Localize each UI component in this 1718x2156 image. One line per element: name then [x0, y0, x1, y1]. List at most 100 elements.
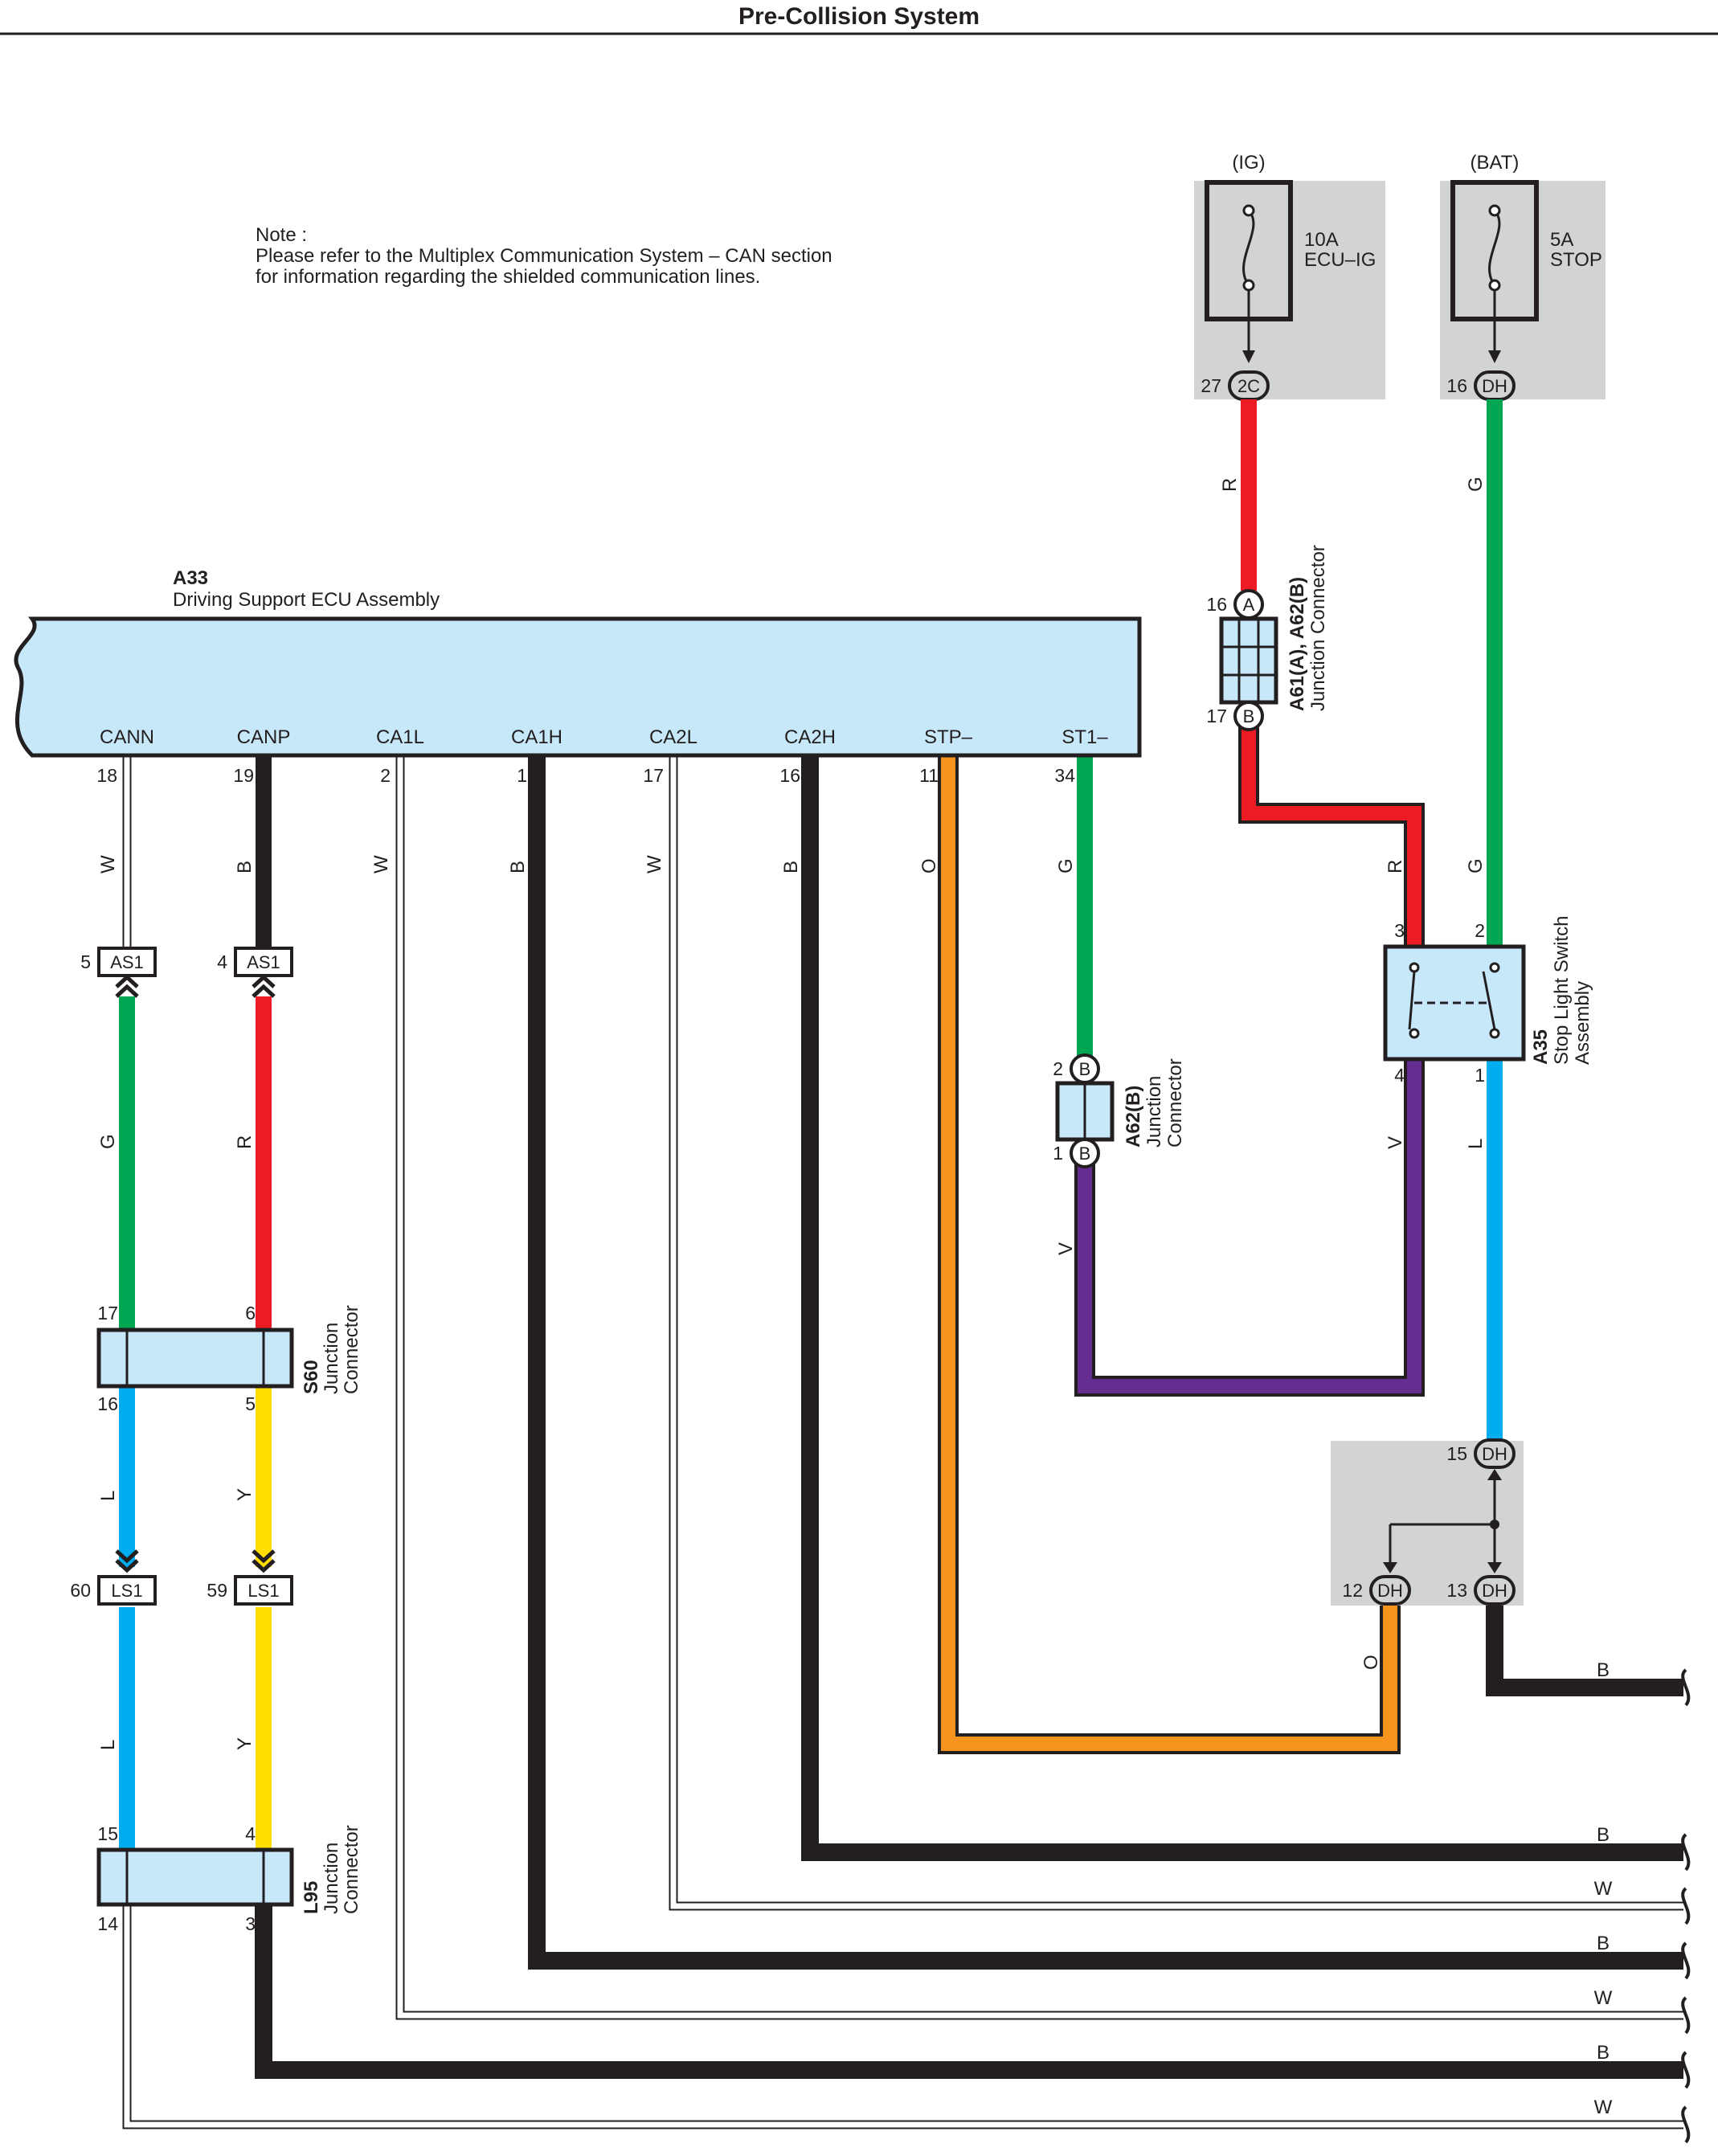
a62-id: A62(B) — [1123, 1086, 1144, 1148]
ecu-terminal-0-name: CANN — [100, 726, 154, 748]
a61-letter-top: A — [1243, 595, 1255, 615]
s60-pin-br: 5 — [245, 1393, 256, 1414]
a62-name1: Junction — [1143, 1076, 1165, 1148]
fuse-ig-source: (IG) — [1232, 152, 1265, 174]
exit-break-2 — [1681, 1887, 1691, 1925]
a62-letter-bottom: B — [1079, 1143, 1091, 1164]
ls1-pin-left: 60 — [70, 1580, 91, 1601]
ecu-terminal-7-pin: 34 — [1054, 765, 1075, 786]
exit-label-4: W — [1594, 1987, 1613, 2009]
as1-pin-right: 4 — [217, 951, 227, 972]
ecu-terminal-7-name: ST1– — [1061, 726, 1108, 748]
ecu-terminal-3-name: CA1H — [511, 726, 562, 748]
ecu-terminal-1-pin: 19 — [233, 765, 254, 786]
l95-pin-br: 3 — [245, 1913, 256, 1934]
fuse-ig-rating: 10A — [1304, 229, 1339, 251]
ecu-terminal-4-name: CA2L — [649, 726, 697, 748]
fuse-bat-source: (BAT) — [1471, 152, 1520, 174]
s60-name2: Connector — [341, 1305, 362, 1394]
ls1-label-right: LS1 — [247, 1581, 279, 1601]
ecu-terminals: CANN18CANP19CA1L2CA1H1CA2L17CA2H16STP–11… — [96, 726, 1108, 786]
exit-break-1 — [1681, 1833, 1691, 1872]
exit-label-5: B — [1597, 2042, 1610, 2064]
wire-b-ca1h — [528, 755, 1683, 1970]
ecu-terminal-2-name: CA1L — [376, 726, 424, 748]
label-o-dh12: O — [1360, 1655, 1382, 1670]
ecu-terminal-1-name: CANP — [237, 726, 291, 748]
fuse-bat-connector: DH — [1482, 376, 1507, 396]
a62-pin-bottom: 1 — [1053, 1143, 1063, 1164]
l95-name2: Connector — [341, 1825, 362, 1914]
label-r-ig: R — [1219, 478, 1241, 492]
exit-break-0 — [1681, 1668, 1691, 1707]
a61-pin-top: 16 — [1206, 594, 1227, 615]
ls1-label-left: LS1 — [111, 1581, 142, 1601]
exit-label-1: B — [1597, 1824, 1610, 1846]
dh13-label: DH — [1482, 1581, 1507, 1601]
label-g-bat: G — [1465, 477, 1487, 492]
fuse-bat-pin: 16 — [1446, 375, 1467, 396]
label-w-cann: W — [97, 855, 119, 873]
ecu-terminal-5-pin: 16 — [779, 765, 800, 786]
label-l-ls1: L — [97, 1740, 119, 1750]
ls1-connector: LS1 60 LS1 59 — [70, 1549, 293, 1606]
dh12-label: DH — [1377, 1581, 1403, 1601]
fuse-ig-name: ECU–IG — [1304, 249, 1376, 271]
wire-b-dh13 — [1486, 1604, 1683, 1696]
wire-r-switch — [1238, 727, 1425, 947]
a61-id: A61(A), A62(B) — [1286, 577, 1308, 711]
s60-pin-tl: 17 — [97, 1303, 118, 1323]
a61-letter-bottom: B — [1243, 706, 1255, 726]
label-y-ls1: Y — [234, 1737, 256, 1750]
stop-light-switch-a35: 3 2 4 1 A35 Stop Light Switch Assembly — [1383, 916, 1593, 1086]
label-r-switch: R — [1385, 860, 1406, 873]
switch-name1: Stop Light Switch — [1551, 916, 1573, 1065]
label-v-switch: V — [1385, 1136, 1406, 1149]
s60-pin-tr: 6 — [245, 1303, 256, 1323]
ecu-terminal-6-pin: 11 — [919, 765, 939, 786]
exit-break-6 — [1681, 2105, 1691, 2144]
label-g-as1: G — [97, 1134, 119, 1149]
label-y-s60: Y — [234, 1488, 256, 1501]
ecu-terminal-6-name: STP– — [924, 726, 973, 748]
l95-junction: 15 4 14 3 L95 Junction Connector — [96, 1823, 362, 1934]
note-line-3: for information regarding the shielded c… — [256, 266, 760, 288]
switch-name2: Assembly — [1572, 981, 1593, 1065]
label-o-stp: O — [918, 858, 940, 873]
page-title: Pre-Collision System — [738, 3, 980, 30]
label-l-s60: L — [97, 1491, 119, 1501]
wire-color-labels: R G R G W B W B W B O G G R V L V L Y O … — [97, 477, 1487, 1750]
exit-label-0: B — [1597, 1659, 1610, 1681]
fuse-bat-name: STOP — [1550, 249, 1602, 271]
label-v-a62: V — [1055, 1242, 1077, 1255]
ecu-a33: A33 Driving Support ECU Assembly — [14, 567, 1142, 758]
a62-letter-top: B — [1079, 1059, 1091, 1079]
wire-b-l95 — [255, 1904, 1683, 2079]
note-line-2: Please refer to the Multiplex Communicat… — [256, 245, 832, 267]
a62-junction: B 2 B 1 A62(B) Junction Connector — [1053, 1053, 1186, 1168]
wire-b-ca2h — [801, 755, 1683, 1861]
ecu-terminal-5-name: CA2H — [784, 726, 836, 748]
s60-id: S60 — [301, 1360, 322, 1394]
ecu-name: Driving Support ECU Assembly — [173, 589, 440, 611]
dh-pin15: 15 — [1446, 1443, 1467, 1464]
switch-pin2: 2 — [1475, 920, 1485, 941]
as1-label-right: AS1 — [247, 952, 280, 972]
exit-label-2: W — [1594, 1878, 1613, 1900]
a62-pin-top: 2 — [1053, 1058, 1063, 1079]
exit-label-6: W — [1594, 2097, 1613, 2118]
l95-pin-tr: 4 — [245, 1823, 256, 1844]
dh-splice-box: DH 15 DH 12 DH 13 — [1331, 1438, 1524, 1606]
label-r-as1: R — [234, 1135, 256, 1149]
switch-pin1: 1 — [1475, 1065, 1485, 1086]
l95-name1: Junction — [321, 1843, 342, 1914]
s60-name1: Junction — [321, 1323, 342, 1394]
l95-pin-tl: 15 — [97, 1823, 118, 1844]
s60-junction: 17 6 16 5 S60 Junction Connector — [96, 1303, 362, 1414]
dh-pin12: 12 — [1342, 1580, 1363, 1601]
a62-name2: Connector — [1164, 1058, 1186, 1148]
ls1-pin-right: 59 — [207, 1580, 227, 1601]
switch-pin4: 4 — [1394, 1065, 1405, 1086]
